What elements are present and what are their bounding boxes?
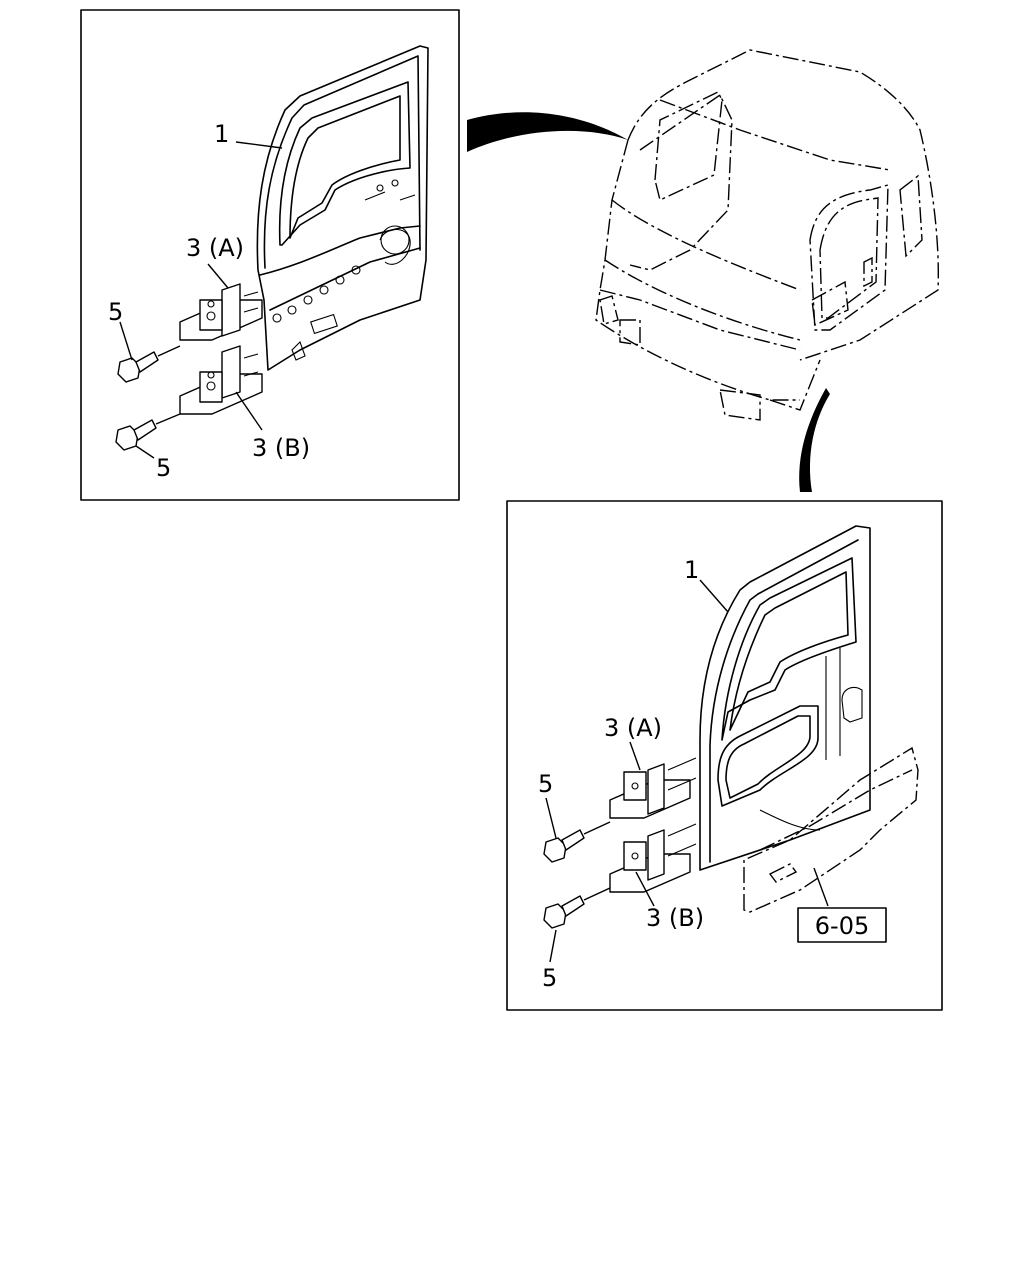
right-lower-bolt (543, 887, 611, 929)
left-lower-bolt (115, 413, 181, 451)
left-callout-bolt-lower: 5 (156, 454, 171, 482)
left-upper-hinge (179, 283, 263, 341)
left-bolt-upper-leader (119, 321, 133, 361)
connector-arrow-left (467, 112, 628, 152)
connector-arrow-right (799, 388, 830, 492)
right-ref-leader (813, 867, 829, 907)
left-lower-hinge (179, 345, 263, 415)
right-panel-frame (506, 500, 943, 1011)
right-callout-hinge-a: 3 (A) (604, 714, 662, 742)
right-hinge-b-leader (635, 871, 655, 907)
right-bolt-upper-leader (545, 797, 557, 839)
left-upper-bolt (117, 345, 181, 383)
right-door-leader (699, 579, 729, 613)
left-hinge-b-leader (235, 391, 263, 431)
left-detail-panel: 1 3 (A) 3 (B) 5 5 (80, 9, 460, 501)
right-callout-bolt-upper: 5 (538, 770, 553, 798)
left-hinge-a-leader (207, 263, 229, 289)
right-bolt-lower-leader (549, 929, 557, 963)
right-detail-panel: 1 3 (A) 3 (B) 5 5 6-05 (506, 500, 943, 1011)
right-lower-hinge (609, 823, 697, 893)
right-hinge-a-leader (629, 741, 641, 771)
left-panel-frame (80, 9, 460, 501)
left-callout-hinge-b: 3 (B) (252, 434, 310, 462)
right-upper-bolt (543, 821, 611, 863)
right-callout-door: 1 (684, 556, 699, 584)
right-upper-hinge (609, 757, 697, 819)
left-bolt-lower-leader (135, 445, 155, 459)
right-fender-drawing (743, 746, 919, 913)
left-callout-door: 1 (214, 120, 229, 148)
right-callout-hinge-b: 3 (B) (646, 904, 704, 932)
left-door-drawing (256, 45, 429, 371)
reference-label[interactable]: 6-05 (815, 912, 869, 940)
right-callout-bolt-lower: 5 (542, 964, 557, 992)
left-callout-bolt-upper: 5 (108, 298, 123, 326)
left-door-leader (235, 141, 283, 149)
reference-box[interactable] (797, 907, 887, 943)
truck-cab-overview (595, 49, 939, 421)
left-callout-hinge-a: 3 (A) (186, 234, 244, 262)
right-door-drawing (699, 525, 871, 871)
